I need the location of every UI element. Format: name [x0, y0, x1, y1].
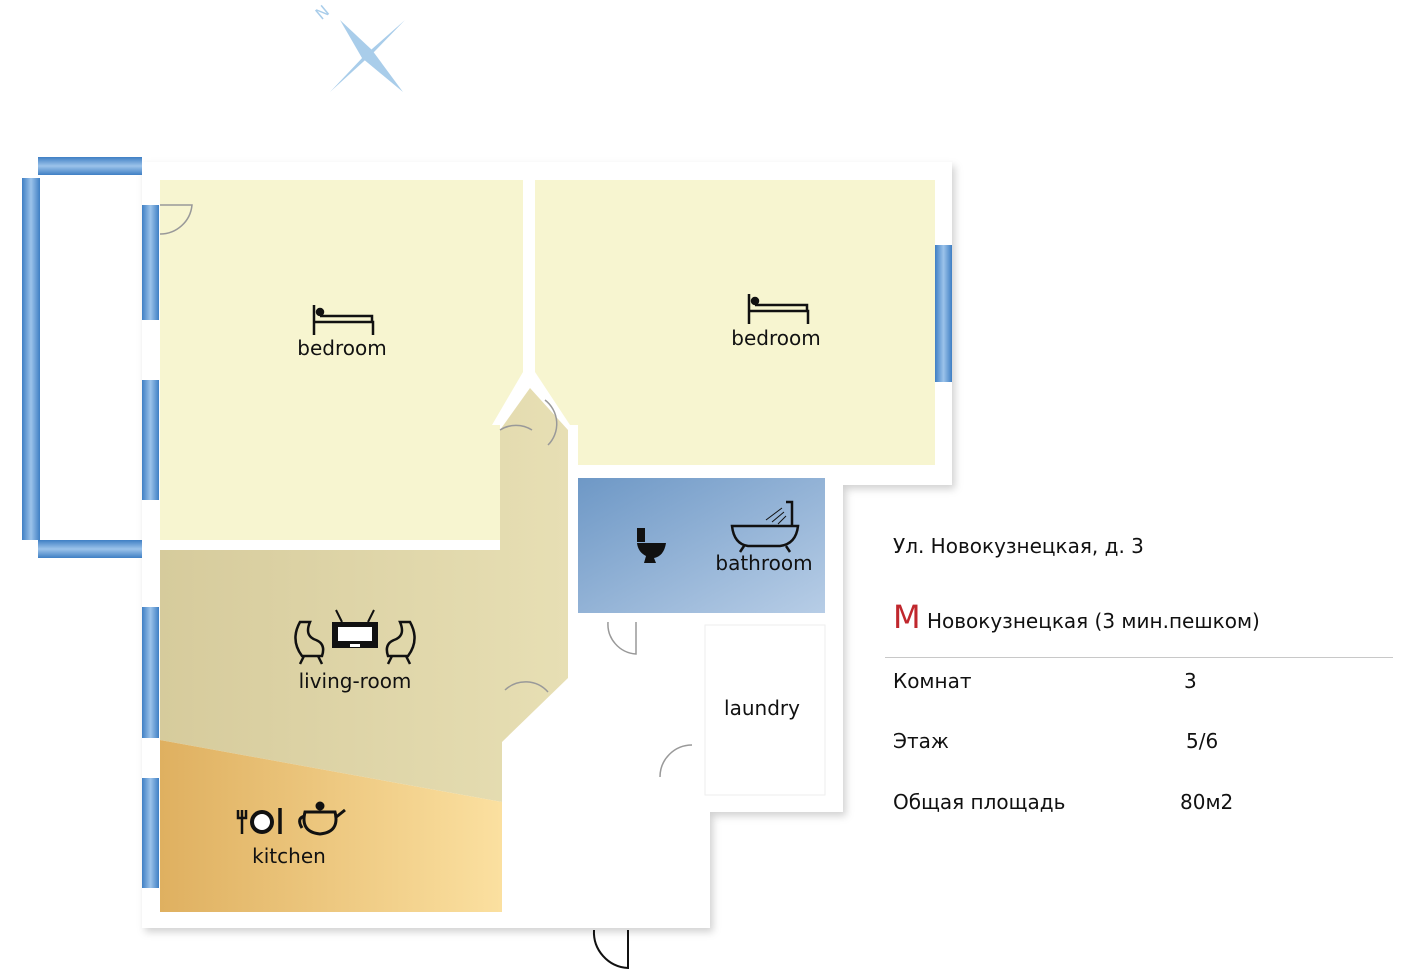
rooms-count-value: 3: [1184, 669, 1197, 693]
room-label-bedroom: bedroom: [731, 326, 820, 350]
doors[interactable]: [159, 204, 693, 970]
room-label-bathroom: bathroom: [715, 551, 812, 575]
hall-floor: [510, 622, 692, 912]
bedroom-2-floor: [535, 180, 935, 465]
toilet-icon: [637, 528, 666, 563]
area-label: Общая площадь: [893, 790, 1066, 814]
bed-icon: [747, 294, 810, 324]
room-label-kitchen: kitchen: [252, 844, 326, 868]
kitchen-floor: [160, 740, 502, 912]
metro-icon: M: [893, 598, 921, 636]
metro-station: Новокузнецкая (3 мин.пешком): [926, 609, 1260, 633]
rooms-count-label: Комнат: [893, 669, 972, 693]
plate-cutlery-icon: [236, 808, 282, 834]
metro-line: M Новокузнецкая (3 мин.пешком): [893, 598, 1260, 636]
room-label-living-room: living-room: [299, 669, 412, 693]
balcony-frame: [22, 157, 142, 558]
teapot-icon: [298, 801, 346, 836]
bedroom-1-floor: [160, 180, 523, 540]
compass-icon: N: [312, 1, 405, 92]
floor-label: Этаж: [893, 729, 949, 753]
armchair-icon: [294, 620, 416, 665]
floor-value: 5/6: [1186, 729, 1219, 753]
room-label-bedroom: bedroom: [297, 336, 386, 360]
divider: [885, 657, 1393, 658]
room-label-laundry: laundry: [724, 696, 800, 720]
tv-icon: [332, 609, 378, 648]
area-value: 80м2: [1180, 790, 1234, 814]
laundry-floor: [704, 624, 826, 796]
bathtub-shower-icon: [730, 500, 800, 553]
bathroom-floor: [578, 478, 825, 613]
address: Ул. Новокузнецкая, д. 3: [893, 534, 1144, 558]
windows: [142, 205, 952, 888]
living-room-floor: [160, 388, 568, 802]
bed-icon: [312, 305, 375, 335]
north-label: N: [312, 1, 333, 23]
